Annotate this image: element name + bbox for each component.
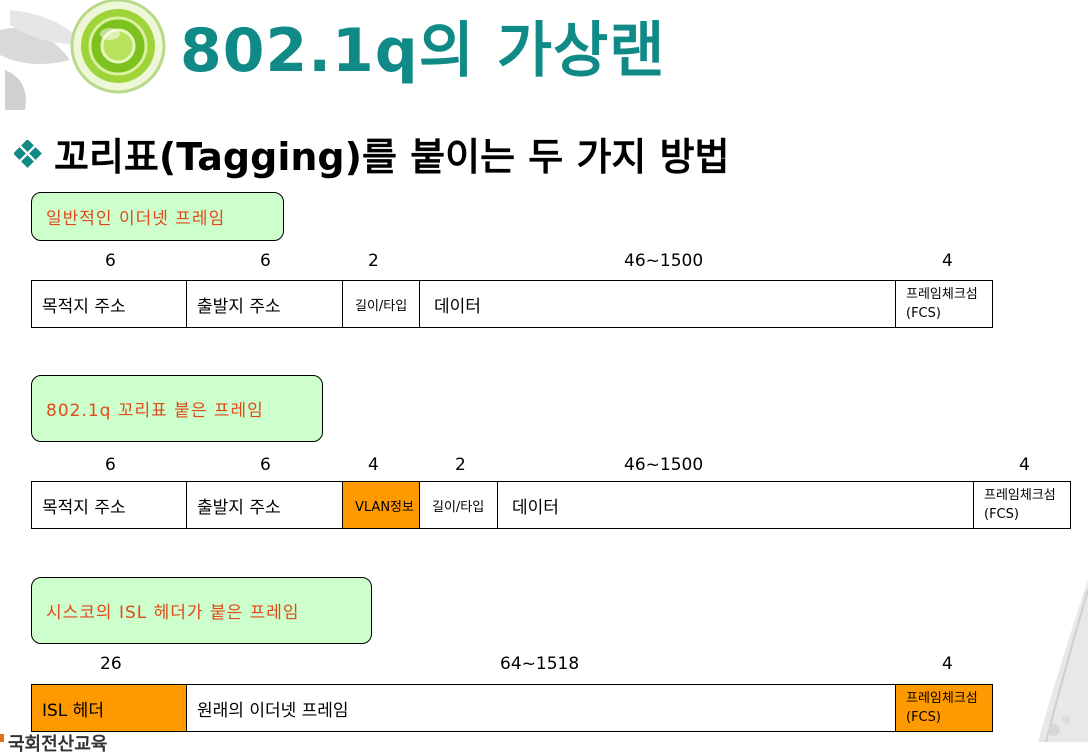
leaf-decoration-icon <box>0 10 85 110</box>
size-label: 6 <box>260 251 271 271</box>
frame-field-data: 데이터 <box>497 481 974 529</box>
section-label-isl: 시스코의 ISL 헤더가 붙은 프레임 <box>31 577 372 644</box>
frame-field-fcs: 프레임체크섬 (FCS) <box>895 684 993 732</box>
size-label: 6 <box>260 455 271 475</box>
fcs-abbrev: (FCS) <box>984 507 1019 522</box>
frame-field-fcs: 프레임체크섬 (FCS) <box>973 481 1071 529</box>
footer-text: 국회전산교육 <box>8 734 108 755</box>
frame-field-length-type: 길이/타입 <box>419 481 498 529</box>
size-label: 4 <box>942 654 953 674</box>
size-label: 46~1500 <box>624 251 704 271</box>
size-label: 4 <box>368 455 379 475</box>
diamond-bullet-icon <box>14 139 42 168</box>
frame-field-source: 출발지 주소 <box>186 481 343 529</box>
fcs-label: 프레임체크섬 <box>906 287 978 302</box>
fcs-abbrev: (FCS) <box>906 306 941 321</box>
size-label: 26 <box>100 654 122 674</box>
frame-field-data: 데이터 <box>419 280 896 328</box>
frame-field-destination: 목적지 주소 <box>31 481 187 529</box>
size-label: 6 <box>105 251 116 271</box>
frame-field-original-frame: 원래의 이더넷 프레임 <box>186 684 896 732</box>
fcs-label: 프레임체크섬 <box>984 488 1056 503</box>
green-circle-logo-icon <box>70 0 166 94</box>
fcs-abbrev: (FCS) <box>906 710 941 725</box>
size-label: 46~1500 <box>624 455 704 475</box>
size-label: 64~1518 <box>500 654 580 674</box>
frame-field-isl-header: ISL 헤더 <box>31 684 187 732</box>
frame-field-destination: 목적지 주소 <box>31 280 187 328</box>
frame-field-fcs: 프레임체크섬 (FCS) <box>895 280 993 328</box>
page-title: 802.1q의 가상랜 <box>180 16 666 86</box>
subtitle-text: 꼬리표(Tagging)를 붙이는 두 가지 방법 <box>54 135 730 179</box>
section-label-text: 시스코의 ISL 헤더가 붙은 프레임 <box>46 603 300 623</box>
section-label-text: 일반적인 이더넷 프레임 <box>46 209 226 229</box>
section-label-ethernet: 일반적인 이더넷 프레임 <box>31 192 284 241</box>
size-label: 4 <box>1019 455 1030 475</box>
subtitle: 꼬리표(Tagging)를 붙이는 두 가지 방법 <box>14 126 730 181</box>
page-curl-decoration-icon <box>1038 580 1088 742</box>
size-label: 2 <box>368 251 379 271</box>
size-label: 4 <box>942 251 953 271</box>
frame-field-length-type: 길이/타입 <box>342 280 420 328</box>
footer-accent <box>0 734 4 742</box>
section-label-8021q: 802.1q 꼬리표 붙은 프레임 <box>31 375 323 442</box>
size-label: 2 <box>455 455 466 475</box>
fcs-label: 프레임체크섬 <box>906 691 978 706</box>
size-label: 6 <box>105 455 116 475</box>
frame-field-source: 출발지 주소 <box>186 280 343 328</box>
section-label-text: 802.1q 꼬리표 붙은 프레임 <box>46 401 264 421</box>
frame-field-vlan-info: VLAN정보 <box>342 481 420 529</box>
